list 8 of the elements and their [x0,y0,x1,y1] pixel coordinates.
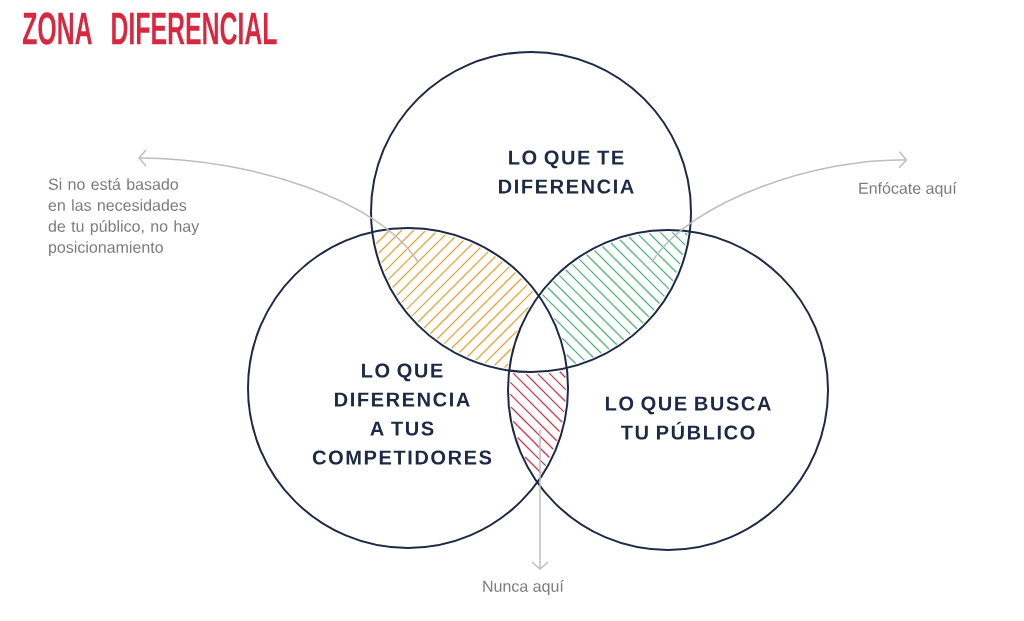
title: ZONA DIFERENCIAL [22,12,277,45]
leader-line [651,151,908,263]
hatched-region [541,231,688,365]
hatched-region [509,371,567,474]
callout-text: Nunca aquí [483,580,564,596]
callout-text: Enfócate aquí [859,182,957,198]
callout-text: Si no está basado en las necesidades de tu público, no hay posicionamiento [48,178,200,257]
leader-line [138,149,419,263]
